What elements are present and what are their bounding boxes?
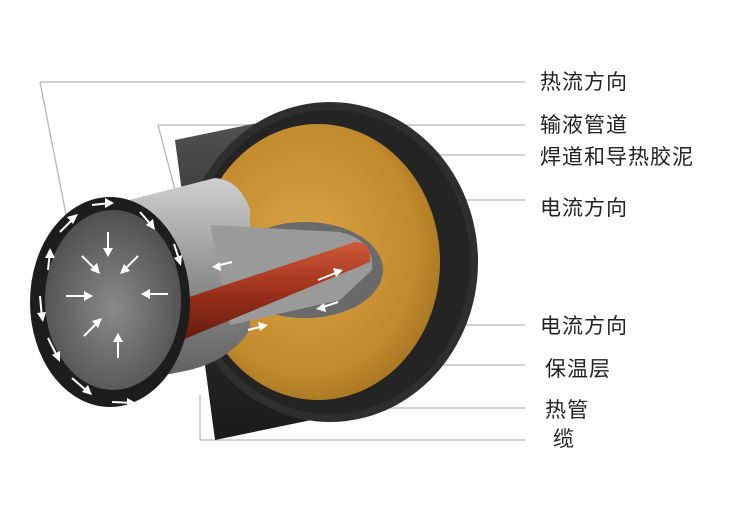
pipe-end-ring <box>30 197 190 407</box>
label-current-direction-2: 电流方向 <box>540 314 628 338</box>
inner-arrow <box>83 318 102 337</box>
inner-arrow <box>81 255 100 274</box>
label-heat-flow-direction: 热流方向 <box>540 70 628 94</box>
ring-arrow <box>173 243 182 266</box>
label-transport-pipe: 输液管道 <box>540 113 628 137</box>
ring-arrow <box>47 337 60 362</box>
current-arrow <box>212 261 233 271</box>
heat-flow-arrows <box>37 198 182 408</box>
ring-arrow <box>59 214 78 233</box>
ring-arrow <box>37 295 46 322</box>
inner-flow-arrows <box>66 232 168 358</box>
inner-arrow <box>141 289 168 299</box>
current-arrows <box>212 261 343 331</box>
ring-arrow <box>157 382 180 396</box>
current-arrow <box>317 268 343 281</box>
label-weld-and-paste: 焊道和导热胶泥 <box>540 145 694 169</box>
leader-line-transport-pipe-drop <box>157 124 176 191</box>
ring-arrow <box>111 398 136 408</box>
ring-arrow <box>45 248 55 271</box>
inner-arrow <box>103 232 113 257</box>
label-current-direction-1: 电流方向 <box>540 196 628 220</box>
label-cable: 缆 <box>553 427 575 451</box>
current-arrow <box>316 301 339 312</box>
inner-arrow <box>113 333 123 358</box>
inner-arrow <box>120 255 139 274</box>
ring-arrow <box>139 211 155 230</box>
current-arrow <box>247 322 268 331</box>
label-heat-tube: 热管 <box>545 398 589 422</box>
inner-arrow <box>66 291 93 301</box>
label-insulation-layer: 保温层 <box>545 357 611 381</box>
ring-arrow <box>91 198 114 208</box>
ring-arrow <box>71 377 92 395</box>
